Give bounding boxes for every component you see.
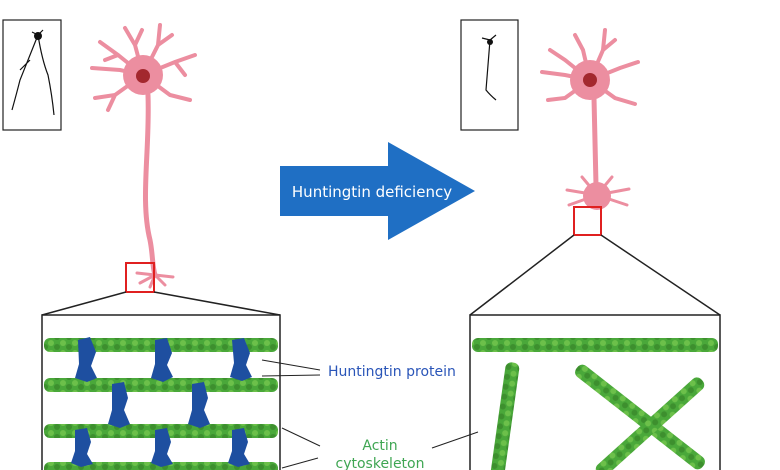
- actin-filament: [44, 378, 278, 392]
- left-zoom-panel: [41, 314, 281, 470]
- huntingtin-protein-label: Huntingtin protein: [328, 364, 456, 380]
- right-highlight-box: [573, 206, 602, 236]
- actin-filament: [472, 338, 718, 352]
- right-zoom-panel: [469, 314, 721, 470]
- actin-filament: [490, 362, 520, 470]
- labels: Huntingtin protein Actin cytoskeleton: [261, 359, 479, 470]
- right-neuron: [540, 28, 640, 210]
- cytoskeleton-label: cytoskeleton: [336, 456, 425, 470]
- right-micrograph-inset: [460, 19, 519, 131]
- huntingtin-proteins: [71, 337, 252, 467]
- left-micrograph-inset: [2, 19, 62, 131]
- arrow-label: Huntingtin deficiency: [292, 183, 452, 201]
- actin-label: Actin: [362, 438, 397, 454]
- left-highlight-box: [125, 262, 155, 293]
- left-neuron: [90, 23, 197, 289]
- huntingtin-deficiency-arrow: Huntingtin deficiency: [280, 142, 475, 240]
- actin-filament: [575, 364, 705, 470]
- actin-filament: [595, 377, 705, 470]
